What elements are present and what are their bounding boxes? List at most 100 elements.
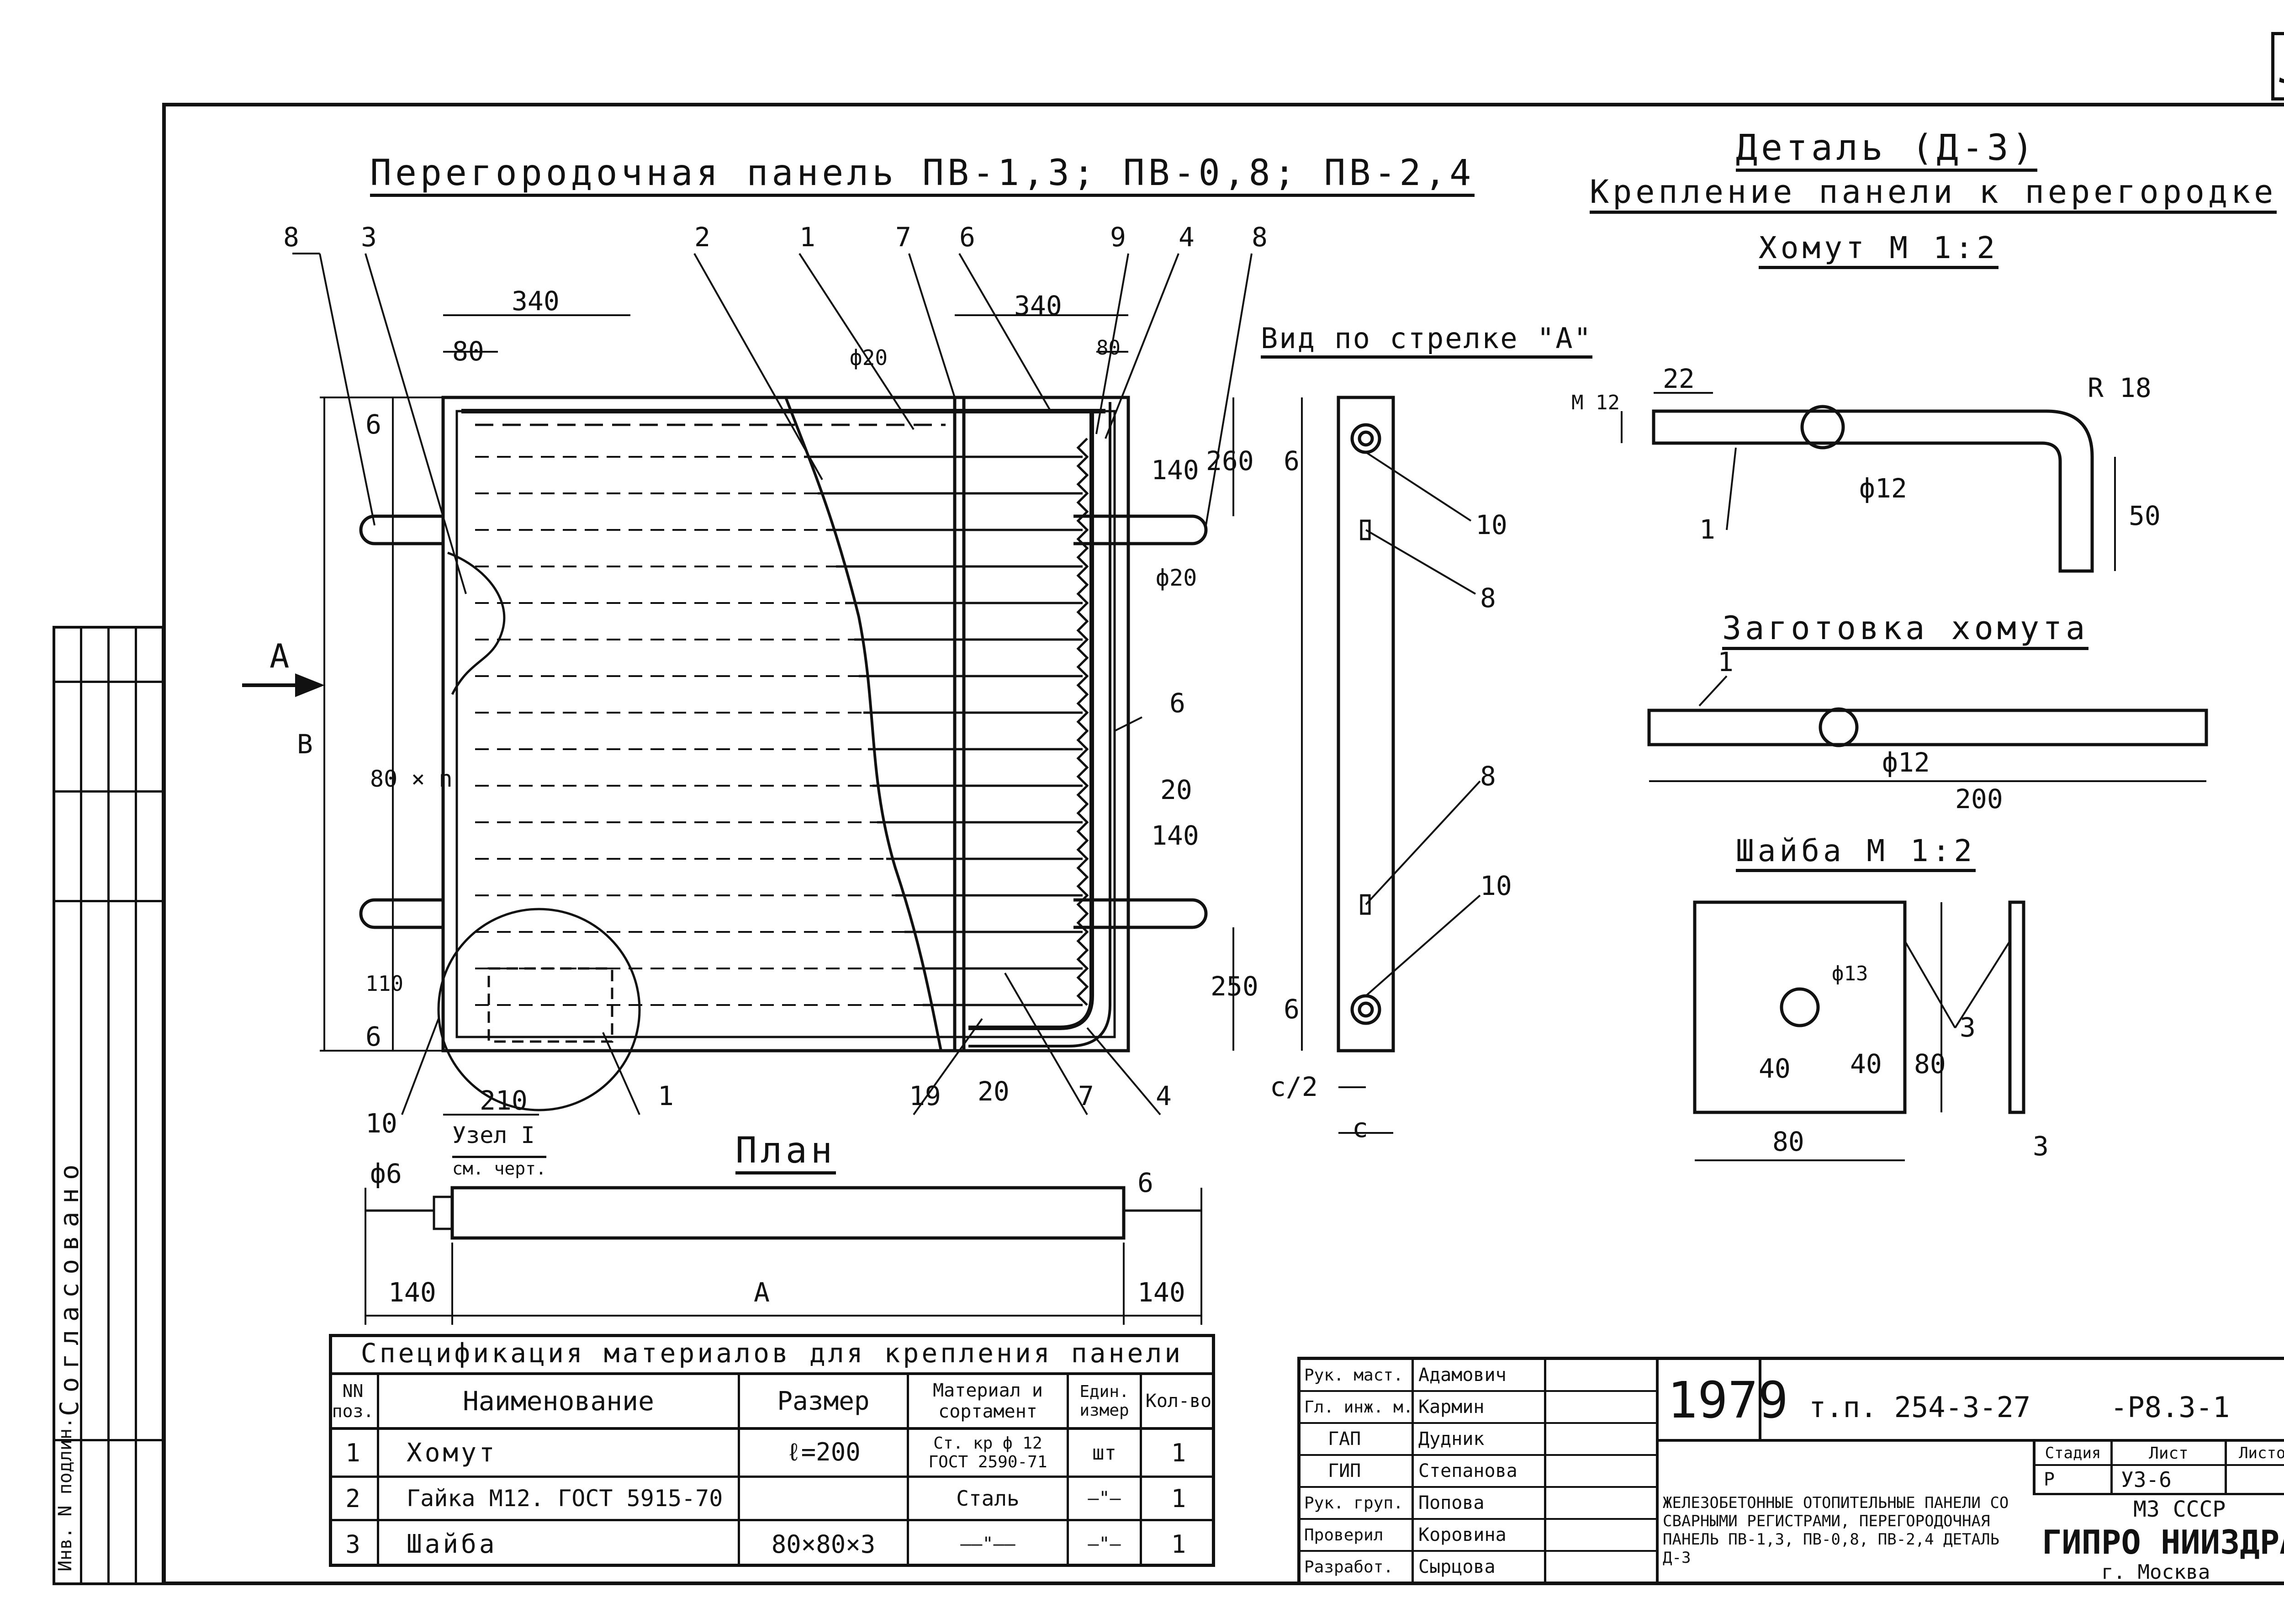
spec-header-material: Материал и сортамент — [909, 1375, 1069, 1430]
view-dim-c: с — [1352, 1112, 1368, 1143]
tb-name-0: Адамович — [1414, 1360, 1546, 1392]
clamp-dim-r18: R 18 — [2088, 372, 2152, 403]
spec-row3-size: 80×80×3 — [740, 1521, 909, 1567]
washer-pos-3: 3 — [1960, 1012, 1976, 1043]
spec-header-unit: Един. измер — [1069, 1375, 1142, 1430]
view-pos-8b: 8 — [1480, 761, 1496, 792]
spec-row1-material: Ст. кр ф 12 ГОСТ 2590-71 — [909, 1430, 1069, 1478]
blank-pos-1: 1 — [1718, 646, 1734, 677]
dim-phi20a: ф20 — [850, 345, 888, 370]
dim-6a: 6 — [365, 409, 381, 440]
dim-80n: 80 × n — [370, 766, 453, 792]
pos-label-8a: 8 — [283, 222, 299, 253]
spec-header-size: Размер — [740, 1375, 909, 1430]
tb-org-city: г. Москва — [2101, 1561, 2210, 1584]
title-block — [1297, 1357, 2284, 1585]
dim-80b: 80 — [1096, 336, 1121, 360]
tb-upper-rule — [1658, 1439, 2284, 1442]
view-dim-6b: 6 — [1284, 994, 1300, 1025]
dim-110: 110 — [365, 971, 404, 996]
tb-name-1: Кармин — [1414, 1392, 1546, 1424]
clamp-pos-1: 1 — [1699, 514, 1715, 545]
pos-label-9: 9 — [1110, 222, 1126, 253]
tb-role-2: ГАП — [1301, 1424, 1414, 1456]
spec-row3-unit: —"— — [1069, 1521, 1142, 1567]
pos-label-7: 7 — [895, 222, 911, 253]
title-block-people — [1297, 1357, 1659, 1585]
view-dim-c2: с/2 — [1270, 1071, 1318, 1102]
tb-project: т.п. 254-3-27 — [1809, 1391, 2031, 1424]
plan-title: План — [735, 1133, 836, 1174]
tb-sheet: У3-6 — [2121, 1467, 2172, 1492]
view-dim-6a: 6 — [1284, 445, 1300, 476]
spec-row1-unit: шт — [1069, 1430, 1142, 1478]
pos-label-19: 19 — [909, 1080, 941, 1111]
plan-dim-phi6: ф6 — [370, 1158, 402, 1189]
clamp-dim-50: 50 — [2129, 500, 2161, 531]
blank-dim-phi12: ф12 — [1882, 747, 1930, 778]
spec-row2-size — [740, 1478, 909, 1521]
pos-label-4: 4 — [1179, 222, 1195, 253]
arrow-A-label: А — [270, 637, 290, 675]
spec-row2-material: Сталь — [909, 1478, 1069, 1521]
tb-org-institute: ГИПРО НИИЗДРАВ — [2042, 1523, 2284, 1561]
tb-role-5: Проверил — [1301, 1520, 1414, 1552]
spec-row2-pos: 2 — [329, 1478, 379, 1521]
spec-row3-qty: 1 — [1171, 1529, 1186, 1559]
dim-140a: 140 — [1151, 455, 1199, 486]
washer-dim-40b: 40 — [1850, 1048, 1882, 1079]
tb-year: 1979 — [1667, 1371, 1788, 1429]
spec-header-pos: NN поз. — [329, 1375, 379, 1430]
tb-description: Железобетонные отопительные панели со св… — [1663, 1494, 2009, 1567]
spec-row1-size: ℓ=200 — [740, 1430, 909, 1478]
spec-row2-unit: —"— — [1069, 1478, 1142, 1521]
agreed-label: Согласовано — [55, 1156, 85, 1416]
dim-20b: 20 — [978, 1076, 1010, 1107]
dim-6b: 6 — [365, 1021, 381, 1052]
pos-label-6: 6 — [959, 222, 975, 253]
plan-dim-140a: 140 — [388, 1277, 436, 1308]
dim-340b: 340 — [1014, 290, 1062, 321]
pos-label-6-side: 6 — [1169, 688, 1185, 719]
washer-dim-phi13: ф13 — [1832, 962, 1868, 985]
view-pos-10b: 10 — [1480, 870, 1512, 901]
tb-signature-column — [1546, 1360, 1656, 1584]
tb-org-ministry: МЗ СССР — [2133, 1497, 2226, 1522]
tb-role-1: Гл. инж. м. — [1301, 1392, 1414, 1424]
pos-label-2: 2 — [694, 222, 710, 253]
tb-name-5: Коровина — [1414, 1520, 1546, 1552]
spec-row3-material: ——"—— — [909, 1521, 1069, 1567]
dim-20a: 20 — [1160, 774, 1192, 805]
left-strip-grid — [53, 626, 164, 1585]
tb-name-6: Сырцова — [1418, 1556, 1496, 1577]
spec-title: Спецификация материалов для крепления па… — [329, 1334, 1215, 1375]
blank-title: Заготовка хомута — [1722, 612, 2089, 650]
clamp-dim-22: 22 — [1663, 363, 1695, 394]
detail-title: Деталь (Д-3) — [1736, 130, 2037, 172]
view-pos-8a: 8 — [1480, 582, 1496, 614]
tb-sheet-code: -Р8.3-1 — [2110, 1391, 2230, 1424]
washer-dim-3: 3 — [2033, 1131, 2049, 1162]
view-arrow-title: Вид по стрелке "А" — [1261, 324, 1592, 359]
spec-row3-name: Шайба — [379, 1521, 740, 1567]
clamp-title: Хомут М 1:2 — [1759, 233, 1999, 269]
washer-title: Шайба М 1:2 — [1736, 836, 1976, 872]
sheet-number-box — [2271, 32, 2284, 101]
dim-210: 210 — [480, 1085, 528, 1116]
tb-sheets-label: Листов — [2239, 1444, 2284, 1462]
tb-name-2: Дудник — [1414, 1424, 1546, 1456]
spec-header-qty: Кол-во — [1142, 1375, 1215, 1430]
clamp-dim-phi12: ф12 — [1859, 473, 1907, 504]
spec-row1-qty: 1 — [1142, 1430, 1215, 1478]
tb-role-6: Разработ. — [1304, 1557, 1394, 1576]
plan-dim-140b: 140 — [1137, 1277, 1185, 1308]
dim-340a: 340 — [512, 286, 560, 317]
inv-label: Инв. N подлин. — [55, 1417, 76, 1571]
view-pos-10a: 10 — [1475, 509, 1507, 540]
dim-80a: 80 — [452, 336, 484, 367]
detail-subtitle: Крепление панели к перегородке — [1590, 176, 2277, 214]
dim-phi20b: ф20 — [1156, 565, 1197, 591]
tb-stage: Р — [2044, 1469, 2055, 1490]
tb-name-3: Степанова — [1414, 1456, 1546, 1488]
pos-label-1: 1 — [799, 222, 815, 253]
